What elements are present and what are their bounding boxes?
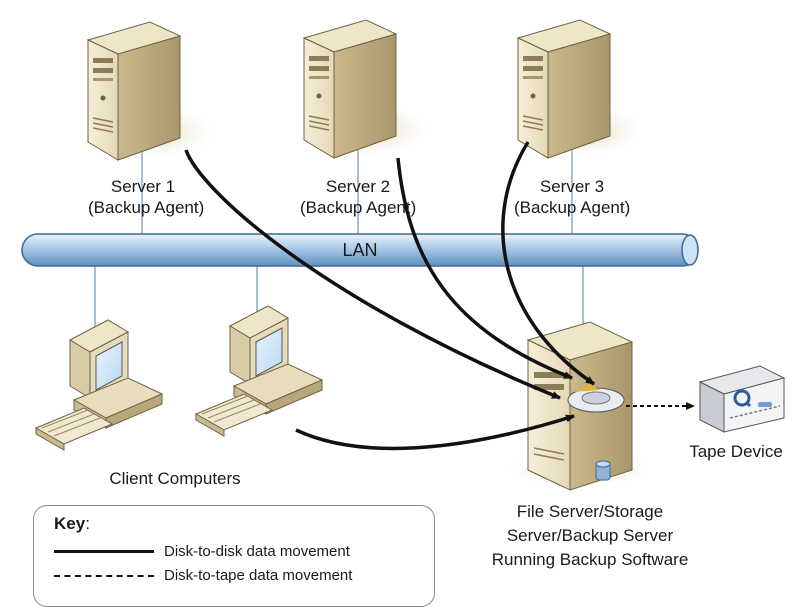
arrow-server3-to-backup	[501, 141, 595, 386]
legend-title: Key:	[54, 514, 90, 534]
legend-title-text: Key	[54, 514, 86, 533]
server-2-icon	[303, 19, 429, 159]
arrow-server1-to-backup	[184, 149, 561, 400]
server-2-name: Server 2	[325, 177, 391, 196]
backup-server-line-1: File Server/Storage	[516, 502, 664, 521]
server-3-name: Server 3	[539, 177, 605, 196]
arrow-server2-to-backup	[396, 157, 573, 380]
legend-title-colon: :	[85, 514, 90, 533]
tape-device-icon	[698, 365, 786, 433]
tape-device-label: Tape Device	[689, 442, 783, 461]
lan-pipe	[21, 233, 699, 267]
server-2-role: (Backup Agent)	[300, 198, 417, 217]
client-computer-1-icon	[35, 319, 163, 451]
server-3-icon	[517, 19, 643, 159]
legend-solid-line-sample	[54, 550, 154, 553]
lan-label: LAN	[342, 240, 378, 260]
backup-server-icon	[510, 321, 650, 491]
server-1-name: Server 1	[110, 177, 176, 196]
legend-row-solid: Disk-to-disk data movement	[54, 543, 350, 560]
legend-box: Key: Disk-to-disk data movement Disk-to-…	[33, 505, 435, 607]
backup-server-line-3: Running Backup Software	[491, 550, 689, 569]
client-computer-2-icon	[195, 305, 323, 437]
server-2-label: Server 2 (Backup Agent)	[300, 176, 416, 218]
legend-dashed-label: Disk-to-tape data movement	[164, 567, 353, 584]
legend-dashed-line-sample	[54, 574, 154, 577]
server-3-label: Server 3 (Backup Agent)	[514, 176, 630, 218]
server-1-icon	[87, 21, 213, 161]
server-3-role: (Backup Agent)	[514, 198, 631, 217]
legend-row-dashed: Disk-to-tape data movement	[54, 567, 352, 584]
server-1-role: (Backup Agent)	[88, 198, 205, 217]
legend-solid-label: Disk-to-disk data movement	[164, 543, 350, 560]
backup-server-label: File Server/Storage Server/Backup Server…	[470, 500, 710, 572]
server-1-label: Server 1 (Backup Agent)	[88, 176, 205, 218]
backup-diagram	[21, 19, 786, 491]
backup-server-line-2: Server/Backup Server	[506, 526, 674, 545]
client-computers-label: Client Computers	[109, 469, 241, 488]
arrow-client-to-backup	[295, 414, 575, 451]
